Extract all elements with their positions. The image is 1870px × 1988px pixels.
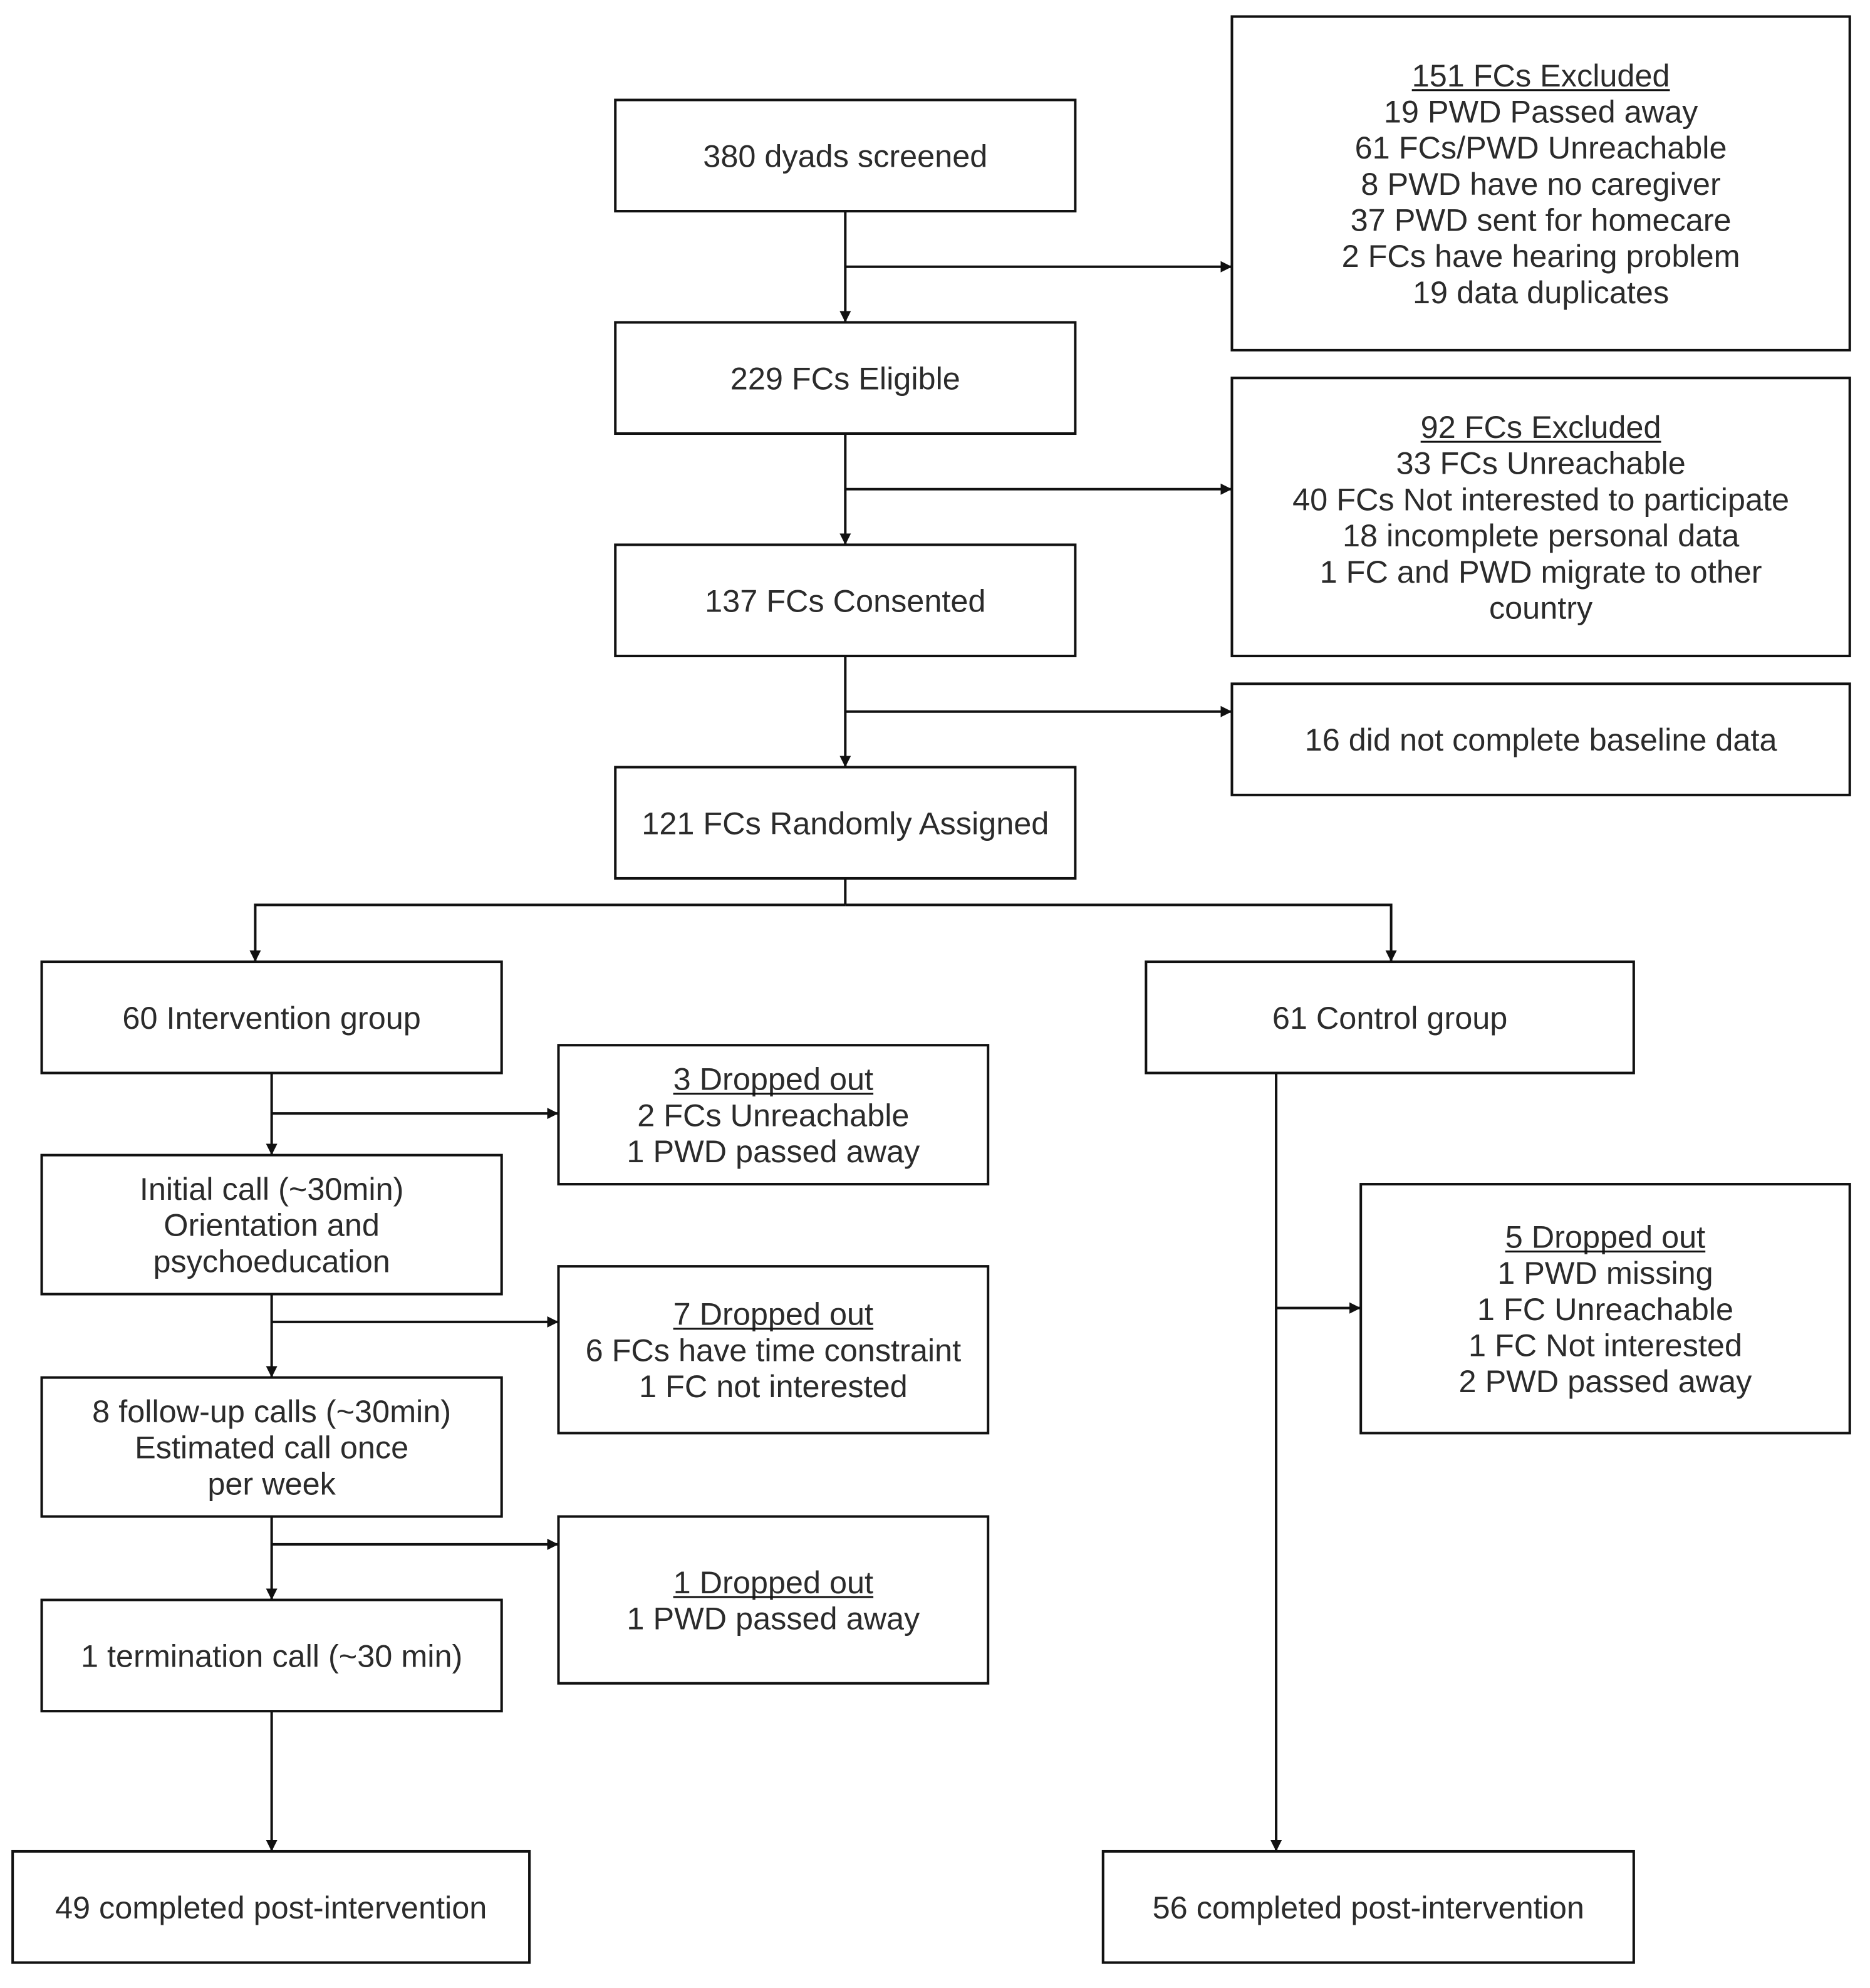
box-frame [557, 1265, 990, 1435]
box-text: 8 PWD have no caregiver [1361, 166, 1720, 202]
box-heading: 5 Dropped out [1505, 1219, 1705, 1254]
box-control: 61 Control group [1145, 960, 1635, 1075]
box-text: per week [207, 1465, 336, 1501]
box-text: 2 FCs Unreachable [637, 1097, 909, 1133]
box-initial-call: Initial call (~30min)Orientation andpsyc… [40, 1153, 503, 1296]
box-text: 1 FC Unreachable [1477, 1291, 1733, 1327]
box-frame [614, 98, 1077, 213]
box-screened: 380 dyads screened [614, 98, 1077, 213]
box-frame [40, 1376, 503, 1518]
box-frame [1359, 1183, 1851, 1435]
box-followup-calls: 8 follow-up calls (~30min)Estimated call… [40, 1376, 503, 1518]
box-text: 61 FCs/PWD Unreachable [1355, 130, 1727, 165]
box-text: 1 FC and PWD migrate to other [1320, 554, 1762, 590]
box-text: 229 FCs Eligible [730, 360, 960, 396]
box-text: 1 termination call (~30 min) [81, 1638, 462, 1673]
box-frame [614, 766, 1077, 880]
box-text: 49 completed post-intervention [55, 1890, 487, 1925]
box-text: 121 FCs Randomly Assigned [642, 805, 1049, 841]
box-text: Estimated call once [135, 1430, 408, 1465]
arrow-to-control [845, 903, 1397, 962]
box-heading: 92 FCs Excluded [1421, 409, 1661, 445]
box-frame [40, 960, 503, 1075]
box-text: 33 FCs Unreachable [1396, 445, 1685, 481]
box-eligible: 229 FCs Eligible [614, 321, 1077, 435]
box-frame [557, 1044, 990, 1186]
box-baseline: 16 did not complete baseline data [1230, 682, 1851, 796]
box-text: 2 FCs have hearing problem [1342, 238, 1740, 274]
box-text: 37 PWD sent for homecare [1351, 202, 1732, 237]
box-text: Initial call (~30min) [140, 1171, 404, 1207]
box-completed-control: 56 completed post-intervention [1101, 1850, 1635, 1964]
box-heading: 1 Dropped out [673, 1564, 873, 1600]
box-frame [1145, 960, 1635, 1075]
box-text: 18 incomplete personal data [1343, 518, 1740, 553]
box-text: 1 FC Not interested [1468, 1328, 1742, 1363]
box-text: 16 did not complete baseline data [1305, 722, 1778, 757]
box-text: country [1489, 590, 1593, 625]
arrow-to-intervention [249, 903, 846, 962]
box-text: 40 FCs Not interested to participate [1292, 481, 1789, 517]
box-frame [557, 1515, 990, 1685]
box-text: 19 PWD Passed away [1384, 93, 1698, 129]
connectors [249, 211, 1397, 1851]
box-intervention: 60 Intervention group [40, 960, 503, 1075]
box-text: 1 PWD missing [1497, 1255, 1713, 1291]
box-text: 6 FCs have time constraint [586, 1332, 962, 1368]
box-heading: 7 Dropped out [673, 1296, 873, 1332]
box-frame [1101, 1850, 1635, 1964]
box-frame [1230, 15, 1851, 351]
box-text: 60 Intervention group [122, 1000, 420, 1036]
box-text: 1 PWD passed away [626, 1133, 920, 1169]
box-heading: 151 FCs Excluded [1412, 58, 1670, 93]
box-frame [614, 321, 1077, 435]
box-termination-call: 1 termination call (~30 min) [40, 1598, 503, 1713]
box-text: 19 data duplicates [1413, 274, 1669, 310]
box-text: 8 follow-up calls (~30min) [92, 1393, 451, 1429]
box-text: 61 Control group [1272, 1000, 1508, 1036]
box-heading: 3 Dropped out [673, 1061, 873, 1097]
box-frame [1230, 682, 1851, 796]
box-text: 1 PWD passed away [626, 1601, 920, 1637]
box-text: 380 dyads screened [703, 138, 987, 174]
box-frame [40, 1153, 503, 1296]
box-consented: 137 FCs Consented [614, 543, 1077, 657]
box-text: 1 FC not interested [639, 1368, 908, 1404]
box-text: 2 PWD passed away [1459, 1363, 1753, 1399]
box-frame [1230, 377, 1851, 657]
box-frame [40, 1598, 503, 1713]
box-randomized: 121 FCs Randomly Assigned [614, 766, 1077, 880]
box-text: Orientation and [164, 1207, 380, 1243]
box-text: 137 FCs Consented [705, 583, 985, 618]
box-completed-intervention: 49 completed post-intervention [11, 1850, 531, 1964]
box-frame [614, 543, 1077, 657]
box-text: 56 completed post-intervention [1153, 1890, 1584, 1925]
box-frame [11, 1850, 531, 1964]
box-text: psychoeducation [153, 1243, 390, 1279]
